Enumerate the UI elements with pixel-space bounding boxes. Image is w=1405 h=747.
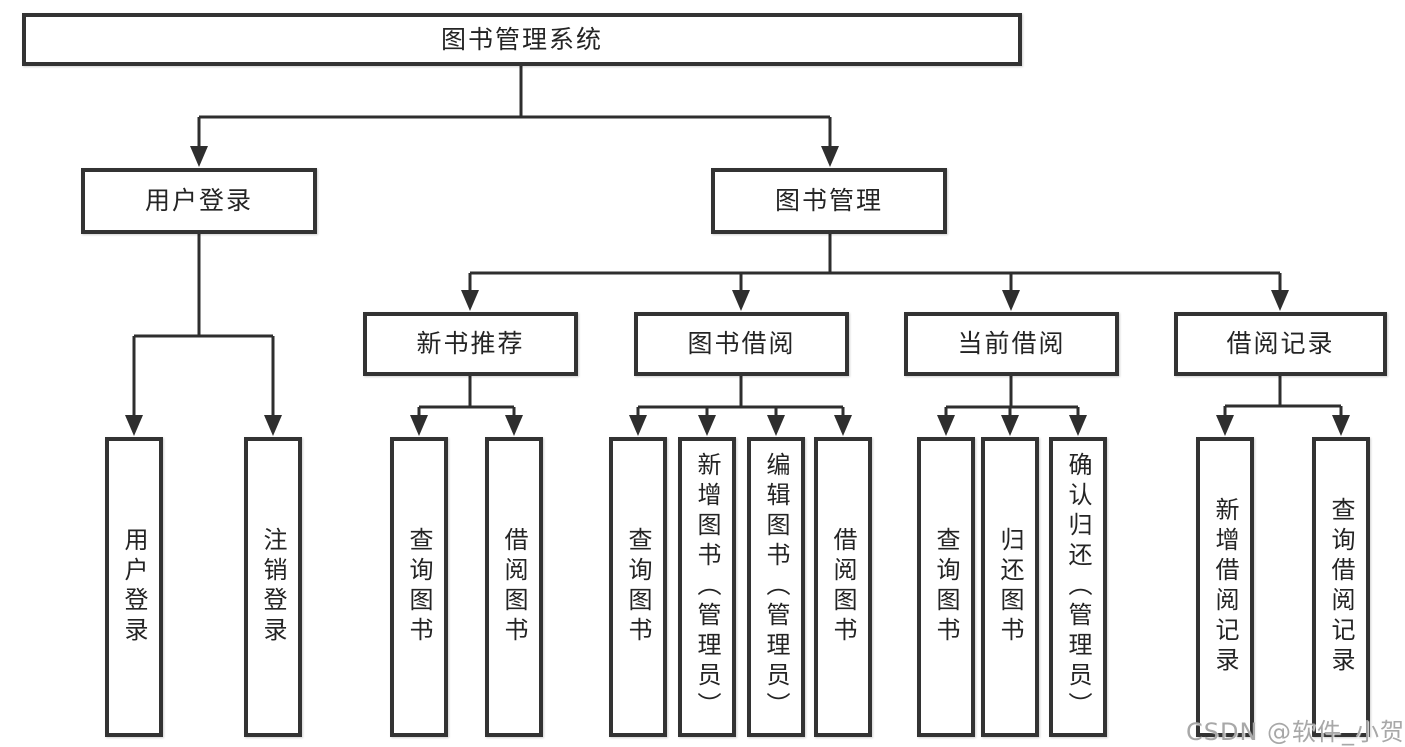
leaf-query-books-borrow: 查询图书 xyxy=(609,437,667,737)
node-label: 新增图书（管理员） xyxy=(693,452,721,722)
connector-line xyxy=(468,234,1282,294)
watermark: CSDN @软件_小贺同学 xyxy=(1186,718,1405,746)
leaf-query-borrow-record: 查询借阅记录 xyxy=(1312,437,1370,737)
leaf-query-books-recommend: 查询图书 xyxy=(390,437,448,737)
arrowhead-down-icon xyxy=(125,415,143,436)
arrowhead-down-icon xyxy=(1001,415,1019,436)
leaf-logout: 注销登录 xyxy=(244,437,302,737)
leaf-confirm-return-admin: 确认归还（管理员） xyxy=(1049,437,1107,737)
arrowhead-down-icon xyxy=(834,415,852,436)
node-book-borrow: 图书借阅 xyxy=(634,312,849,376)
arrowhead-down-icon xyxy=(1069,415,1087,436)
connector-line xyxy=(132,234,275,419)
node-label: 查询图书 xyxy=(624,527,652,647)
arrowhead-down-icon xyxy=(1271,290,1289,311)
leaf-user-login: 用户登录 xyxy=(105,437,163,737)
leaf-borrow-books-borrow: 借阅图书 xyxy=(814,437,872,737)
leaf-borrow-books-recommend: 借阅图书 xyxy=(485,437,543,737)
node-label: 注销登录 xyxy=(259,527,287,647)
arrowhead-down-icon xyxy=(732,290,750,311)
leaf-add-borrow-record: 新增借阅记录 xyxy=(1196,437,1254,737)
arrowhead-down-icon xyxy=(410,415,428,436)
arrowhead-down-icon xyxy=(937,415,955,436)
connector-current-to-leaves xyxy=(937,376,1087,436)
node-label: 图书管理 xyxy=(774,186,883,215)
connector-recommend-to-leaves xyxy=(410,376,523,436)
node-user-login: 用户登录 xyxy=(81,168,317,234)
node-label: 借阅图书 xyxy=(500,527,528,647)
node-label: 用户登录 xyxy=(120,527,148,647)
node-root: 图书管理系统 xyxy=(22,13,1022,66)
connector-line xyxy=(636,376,845,420)
node-new-book-recommend: 新书推荐 xyxy=(363,312,578,376)
connector-records-to-leaves xyxy=(1216,376,1350,436)
node-label: 编辑图书（管理员） xyxy=(762,452,790,722)
connector-borrow-to-leaves xyxy=(629,376,852,436)
leaf-return-books: 归还图书 xyxy=(981,437,1039,737)
node-current-borrow: 当前借阅 xyxy=(904,312,1119,376)
arrowhead-down-icon xyxy=(190,146,208,167)
node-label: 查询图书 xyxy=(405,527,433,647)
arrowhead-down-icon xyxy=(767,415,785,436)
node-label: 查询图书 xyxy=(932,527,960,647)
arrowhead-down-icon xyxy=(1216,415,1234,436)
node-label: 图书借阅 xyxy=(687,329,796,358)
node-label: 当前借阅 xyxy=(957,329,1066,358)
node-label: 借阅记录 xyxy=(1226,329,1335,358)
connector-root-to-level1 xyxy=(190,66,839,167)
connector-line xyxy=(1223,376,1343,419)
arrowhead-down-icon xyxy=(505,415,523,436)
leaf-edit-books-admin: 编辑图书（管理员） xyxy=(747,437,805,737)
arrowhead-down-icon xyxy=(461,290,479,311)
node-label: 用户登录 xyxy=(144,186,253,215)
arrowhead-down-icon xyxy=(698,415,716,436)
arrowhead-down-icon xyxy=(821,146,839,167)
node-label: 新书推荐 xyxy=(416,329,525,358)
node-label: 归还图书 xyxy=(996,527,1024,647)
node-book-management: 图书管理 xyxy=(711,168,947,234)
node-label: 查询借阅记录 xyxy=(1327,497,1355,677)
node-borrow-records: 借阅记录 xyxy=(1174,312,1387,376)
arrowhead-down-icon xyxy=(264,415,282,436)
node-label: 图书管理系统 xyxy=(440,24,603,54)
connector-line xyxy=(944,376,1080,420)
node-label: 新增借阅记录 xyxy=(1211,497,1239,677)
arrowhead-down-icon xyxy=(1002,290,1020,311)
leaf-query-books-current: 查询图书 xyxy=(917,437,975,737)
node-label: 借阅图书 xyxy=(829,527,857,647)
connector-mgmt-to-level2 xyxy=(461,234,1289,311)
connector-line xyxy=(197,66,832,150)
connector-login-to-leaves xyxy=(125,234,282,436)
arrowhead-down-icon xyxy=(629,415,647,436)
leaf-add-books-admin: 新增图书（管理员） xyxy=(678,437,736,737)
node-label: 确认归还（管理员） xyxy=(1064,452,1092,722)
connector-line xyxy=(417,376,516,420)
arrowhead-down-icon xyxy=(1332,415,1350,436)
